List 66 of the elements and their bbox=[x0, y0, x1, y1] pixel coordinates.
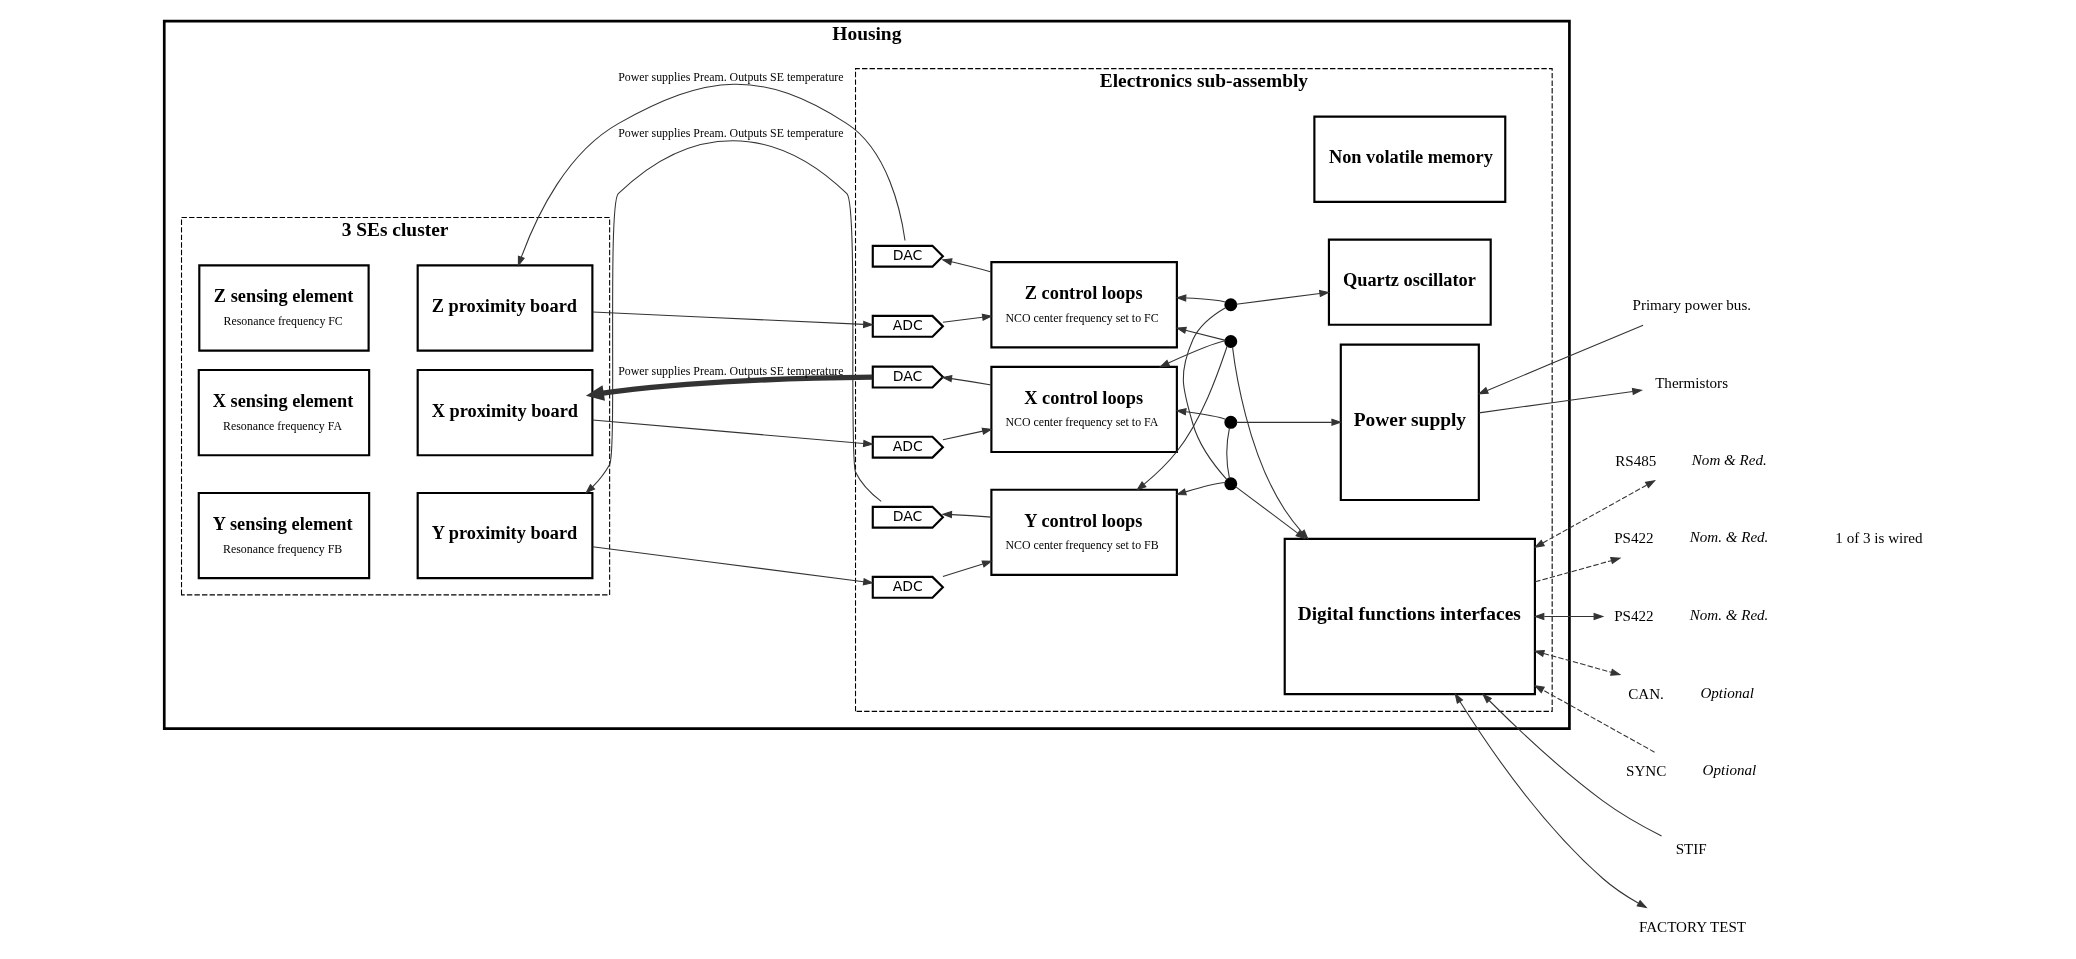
arrow bbox=[1477, 324, 1644, 395]
arrow bbox=[1478, 387, 1643, 414]
node-label: Optional bbox=[1702, 762, 1756, 779]
node-text: Primary power bus. bbox=[1632, 297, 1751, 314]
arrow bbox=[1158, 340, 1226, 368]
node-box: X proximity board bbox=[416, 368, 593, 457]
node-text: STIF bbox=[1675, 840, 1707, 857]
arrow bbox=[1175, 294, 1227, 303]
node-box: Y control loops NCO center frequency set to FB bbox=[989, 488, 1178, 577]
arrow bbox=[1175, 482, 1226, 496]
arrow bbox=[584, 140, 882, 502]
edge-label: Power supplies Pream. Outputs SE temperature bbox=[617, 363, 844, 378]
node-box: Z control loops NCO center frequency set to FC bbox=[989, 261, 1178, 349]
arrow bbox=[1175, 326, 1226, 341]
arrow bbox=[517, 83, 906, 267]
arrow bbox=[1534, 557, 1621, 583]
edge-label: Power supplies Pream. Outputs SE temperature bbox=[617, 70, 844, 85]
node-text: PS422 bbox=[1613, 530, 1654, 547]
node-text: CAN. bbox=[1627, 685, 1664, 702]
arrow bbox=[591, 311, 874, 329]
node-box: X sensing element Resonance frequency FA bbox=[197, 368, 370, 457]
node-circle bbox=[1223, 298, 1237, 312]
node-label: Nom. & Red. bbox=[1689, 606, 1768, 623]
label: 1 of 3 is wired bbox=[1834, 529, 1922, 546]
arrow bbox=[585, 374, 872, 401]
node-box: Digital functions interfaces bbox=[1283, 537, 1536, 696]
node-circle bbox=[1223, 335, 1237, 348]
node-label: Nom. & Red. bbox=[1689, 529, 1768, 546]
arrow bbox=[940, 510, 992, 519]
node-box: Z sensing element Resonance frequency FC bbox=[197, 264, 370, 352]
arrow bbox=[1235, 418, 1342, 427]
arrow bbox=[1453, 692, 1648, 909]
node-circle bbox=[1223, 415, 1237, 429]
edge-label: Power supplies Pream. Outputs SE temperature bbox=[617, 126, 844, 141]
arrow bbox=[940, 374, 992, 386]
arrow bbox=[1175, 407, 1227, 421]
arrow bbox=[940, 258, 992, 273]
node-box: X control loops NCO center frequency set to FA bbox=[989, 365, 1178, 454]
arrow bbox=[941, 313, 993, 323]
arrow bbox=[941, 427, 993, 441]
node-box: Non volatile memory bbox=[1312, 115, 1506, 203]
arrow bbox=[1235, 289, 1330, 305]
node-label: Optional bbox=[1699, 684, 1754, 701]
arrow bbox=[1533, 479, 1656, 548]
node-text: FACTORY TEST bbox=[1638, 918, 1746, 935]
node-text: SYNC bbox=[1625, 763, 1666, 780]
arrow bbox=[591, 546, 874, 586]
connector bbox=[1225, 427, 1230, 480]
node-box: Z proximity board bbox=[416, 264, 593, 352]
arrow bbox=[1533, 649, 1621, 676]
arrow bbox=[941, 560, 993, 578]
arrow bbox=[591, 419, 874, 448]
arrow bbox=[1481, 693, 1662, 837]
connector bbox=[1182, 306, 1227, 481]
arrow bbox=[1533, 684, 1655, 753]
arrow bbox=[1135, 345, 1228, 491]
node-text: Thermistors bbox=[1654, 375, 1728, 392]
node-box: Y sensing element Resonance frequency FB bbox=[197, 491, 370, 580]
node-box: Quartz oscillator bbox=[1327, 238, 1492, 326]
node-text: RS485 bbox=[1614, 452, 1656, 469]
arrow bbox=[1533, 612, 1604, 621]
node-circle bbox=[1223, 477, 1237, 491]
node-label: Nom & Red. bbox=[1691, 451, 1767, 468]
node-text: PS422 bbox=[1613, 607, 1654, 624]
node-box: Y proximity board bbox=[416, 491, 593, 580]
node-box: Power supply bbox=[1339, 343, 1480, 502]
